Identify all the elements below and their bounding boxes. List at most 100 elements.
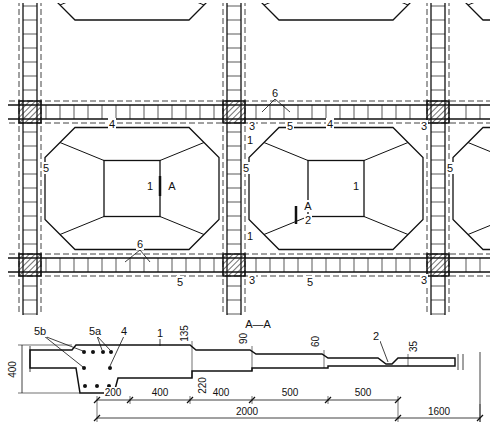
callout-number: A	[167, 180, 176, 192]
stirrup	[431, 216, 445, 217]
stirrup	[46, 258, 47, 272]
coffer-edge	[160, 217, 204, 235]
stirrup	[431, 90, 445, 91]
dimension-line	[97, 418, 480, 419]
column	[427, 254, 449, 276]
dimension-line	[22, 345, 23, 393]
callout-number: 5	[242, 162, 250, 174]
stirrup	[227, 230, 241, 231]
callout-number: 4	[108, 118, 116, 130]
stirrup	[396, 105, 397, 119]
stirrup	[200, 258, 201, 272]
stirrup	[23, 230, 37, 231]
stirrup	[172, 105, 173, 119]
beam-edge	[8, 104, 490, 105]
stirrup	[88, 105, 89, 119]
stirrup	[144, 105, 145, 119]
callout-number: 5	[176, 276, 184, 288]
callout-number: 5a	[88, 325, 102, 337]
dimension-line	[192, 341, 193, 378]
stirrup	[186, 105, 187, 119]
stirrup	[23, 20, 37, 21]
coffer-edge	[364, 217, 408, 235]
rebar-dot	[83, 384, 87, 388]
callout-number: 5	[42, 162, 50, 174]
stirrup	[74, 105, 75, 119]
stirrup	[227, 90, 241, 91]
callout-number: 5b	[33, 325, 47, 337]
column	[19, 254, 41, 276]
stirrup	[312, 105, 313, 119]
leader-line	[44, 336, 83, 351]
callout-number: 2	[372, 330, 380, 342]
dimension-text: 220	[197, 376, 208, 395]
callout-number: 1	[352, 180, 360, 192]
leader-line	[97, 336, 110, 350]
dimension-line	[408, 354, 409, 366]
callout-number: 1	[246, 134, 254, 146]
callout-number: 5	[306, 276, 314, 288]
stirrup	[23, 160, 37, 161]
dimension-tick	[94, 397, 100, 403]
stirrup	[227, 300, 241, 301]
stirrup	[23, 188, 37, 189]
dimension-text: 90	[239, 331, 250, 344]
callout-number: 5	[446, 162, 454, 174]
coffer-edge	[60, 3, 104, 5]
stirrup	[227, 34, 241, 35]
dimension-tick	[94, 415, 100, 421]
callout-number: 1	[246, 230, 254, 242]
stirrup	[410, 258, 411, 272]
leader-line	[140, 250, 150, 262]
stirrup	[23, 146, 37, 147]
stirrup	[23, 90, 37, 91]
leader-line	[160, 339, 161, 346]
callout-number: 3	[420, 274, 428, 286]
dimension-tick	[249, 397, 255, 403]
coffer-edge	[364, 3, 408, 5]
stirrup	[23, 48, 37, 49]
callout-number: 4	[326, 118, 334, 130]
stirrup	[431, 48, 445, 49]
stirrup	[88, 258, 89, 272]
leader-line	[275, 99, 290, 112]
coffer-edge	[60, 217, 104, 235]
stirrup	[158, 258, 159, 272]
coffer-edge	[364, 143, 408, 161]
callout-number: 5	[286, 120, 294, 132]
leader-line	[380, 341, 388, 362]
dimension-tick	[395, 397, 401, 403]
stirrup	[227, 216, 241, 217]
coffer-rib-outline	[453, 3, 490, 20]
dimension-text: 500	[281, 387, 300, 398]
stirrup	[158, 105, 159, 119]
dimension-line	[324, 350, 325, 368]
stirrup	[480, 258, 481, 272]
coffer-edge	[468, 3, 490, 5]
stirrup	[130, 105, 131, 119]
rebar-line	[8, 254, 490, 255]
coffer-rib-outline	[249, 128, 423, 250]
coffer-edge	[160, 143, 204, 161]
stirrup	[74, 258, 75, 272]
rebar-dot	[91, 350, 95, 354]
stirrup	[431, 62, 445, 63]
stirrup	[200, 105, 201, 119]
dimension-text: 1600	[427, 406, 451, 417]
dimension-line	[252, 346, 253, 371]
coffer-edge	[264, 143, 308, 161]
coffer-rib-outline	[45, 128, 219, 250]
stirrup	[256, 105, 257, 119]
dimension-tick	[395, 415, 401, 421]
stirrup	[431, 244, 445, 245]
rebar-line	[8, 101, 490, 102]
coffer-edge	[264, 3, 308, 5]
rebar-dot	[109, 350, 113, 354]
stirrup	[60, 258, 61, 272]
stirrup	[270, 258, 271, 272]
rebar-dot	[101, 350, 105, 354]
stirrup	[186, 258, 187, 272]
stirrup	[23, 300, 37, 301]
dimension-tick	[127, 397, 133, 403]
dimension-text: 400	[212, 387, 231, 398]
